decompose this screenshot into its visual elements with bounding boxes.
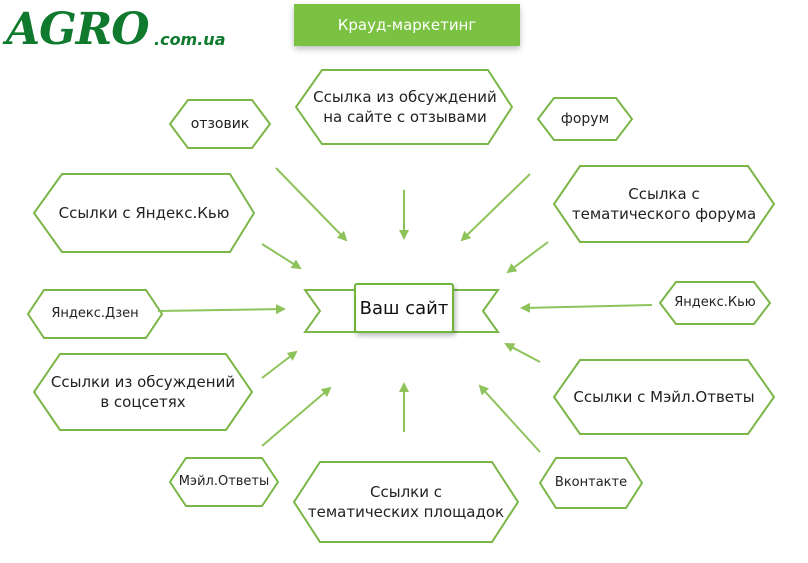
node-label-thematic-forum-link: Ссылка с тематического форума xyxy=(571,184,757,223)
arrow-from-otzovik xyxy=(275,167,348,242)
node-shape-yandex-q-links xyxy=(32,173,256,253)
node-label-yandex-q: Яндекс.Кью xyxy=(674,295,756,311)
node-shape-mail-answers xyxy=(168,457,280,507)
node-label-vkontakte: Вконтакте xyxy=(554,475,628,491)
node-shape-yandex-zen xyxy=(26,289,164,339)
node-label-mail-answers-links: Ссылки с Мэйл.Ответы xyxy=(573,387,755,406)
arrow-from-social-discussions xyxy=(261,350,298,379)
arrow-from-mail-answers xyxy=(261,386,332,447)
node-shape-vkontakte xyxy=(538,457,644,509)
node-label-forum: форум xyxy=(560,110,610,127)
arrow-from-thematic-forum-link xyxy=(506,241,549,274)
node-label-social-discussions: Ссылки из обсуждений в соцсетях xyxy=(50,372,236,411)
diagram-title: Крауд-маркетинг xyxy=(294,4,520,46)
logo-brand: AGRO xyxy=(6,4,150,55)
node-shape-thematic-forum-link xyxy=(552,165,776,243)
node-label-otzovik: отзовик xyxy=(190,115,250,132)
node-label-mail-answers: Мэйл.Ответы xyxy=(178,474,270,490)
node-shape-mail-answers-links xyxy=(552,359,776,435)
node-label-review-site-discussions: Ссылка из обсуждений на сайте с отзывами xyxy=(313,87,497,126)
node-shape-social-discussions xyxy=(32,353,254,431)
node-label-thematic-platforms: Ссылки с тематических площадок xyxy=(307,482,505,521)
node-shape-forum xyxy=(536,97,634,141)
node-shape-review-site-discussions xyxy=(294,69,514,145)
node-label-yandex-zen: Яндекс.Дзен xyxy=(51,306,139,322)
arrow-from-vkontakte xyxy=(478,384,541,453)
node-label-yandex-q-links: Ссылки с Яндекс.Кью xyxy=(58,203,230,222)
arrow-from-yandex-zen xyxy=(157,304,286,315)
arrow-from-mail-answers-links xyxy=(504,343,541,363)
arrow-from-yandex-q-links xyxy=(261,243,302,270)
center-node-your-site: Ваш сайт xyxy=(354,283,454,333)
agro-logo[interactable]: AGRO .com.ua xyxy=(6,2,236,58)
center-ribbon xyxy=(303,289,500,333)
logo-domain: .com.ua xyxy=(154,30,226,49)
node-shape-otzovik xyxy=(168,99,272,149)
arrow-from-forum xyxy=(460,173,531,242)
arrow-from-yandex-q xyxy=(520,302,653,313)
node-shape-yandex-q xyxy=(658,281,772,325)
node-shape-thematic-platforms xyxy=(292,461,520,543)
